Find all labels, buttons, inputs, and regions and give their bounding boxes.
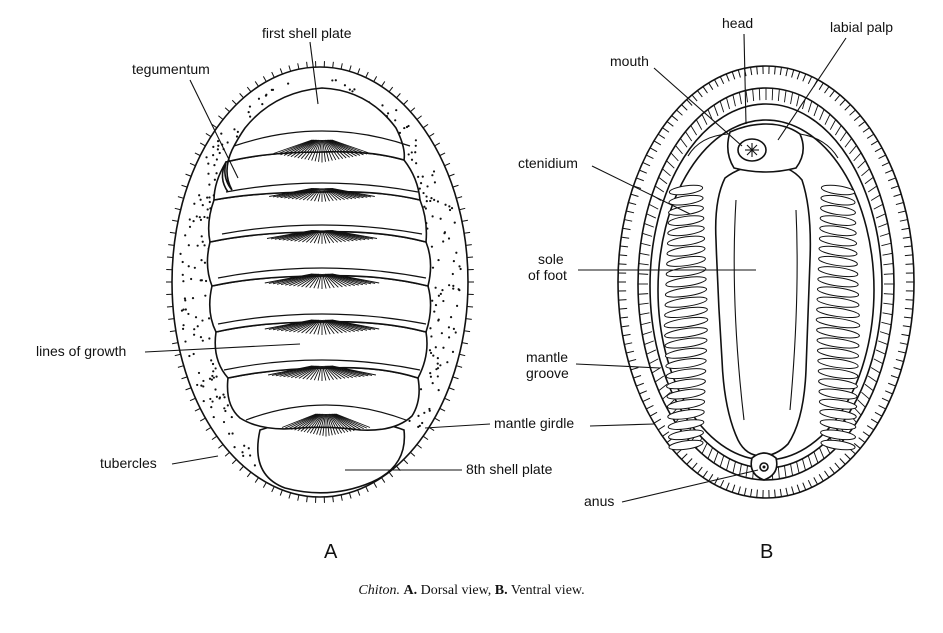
leader-labial-palp [778, 38, 846, 140]
label-mantle-groove-line2: groove [526, 365, 569, 381]
label-anus: anus [584, 493, 614, 509]
figure-caption: Chiton. A. Dorsal view, B. Ventral view. [0, 583, 943, 599]
label-sole-line1: sole [538, 251, 564, 267]
label-lines-of-growth: lines of growth [36, 343, 126, 359]
label-head: head [722, 15, 753, 31]
leader-tubercles [172, 456, 218, 464]
label-mantle-girdle: mantle girdle [494, 415, 574, 431]
anus-dot [763, 466, 766, 469]
leader-mantle-girdle-b [590, 424, 654, 426]
label-tegumentum: tegumentum [132, 61, 210, 77]
ventral-view [618, 66, 914, 498]
label-ctenidium: ctenidium [518, 155, 578, 171]
label-sole-line2: of foot [528, 267, 567, 283]
label-labial-palp: labial palp [830, 19, 893, 35]
caption-b-text: Ventral view. [511, 583, 585, 598]
label-tubercles: tubercles [100, 455, 157, 471]
leader-mantle-groove [576, 364, 660, 368]
label-first-shell-plate: first shell plate [262, 25, 352, 41]
label-mantle-groove-line1: mantle [526, 349, 568, 365]
caption-a-text: Dorsal view, [421, 583, 492, 598]
panel-letter-b: B [760, 541, 773, 563]
caption-b-letter: B. [495, 583, 508, 598]
shell-plates [207, 88, 430, 493]
caption-genus: Chiton. [358, 583, 400, 598]
mouth-star-icon [745, 143, 759, 157]
leader-anus [622, 470, 758, 502]
panel-letter-a: A [324, 541, 338, 563]
caption-a-letter: A. [404, 583, 418, 598]
leader-head [744, 34, 746, 124]
leader-mantle-girdle-a [425, 424, 490, 428]
label-mouth: mouth [610, 53, 649, 69]
labial-palp-left [688, 134, 728, 156]
label-eighth-shell-plate: 8th shell plate [466, 461, 553, 477]
dorsal-view [166, 61, 474, 503]
